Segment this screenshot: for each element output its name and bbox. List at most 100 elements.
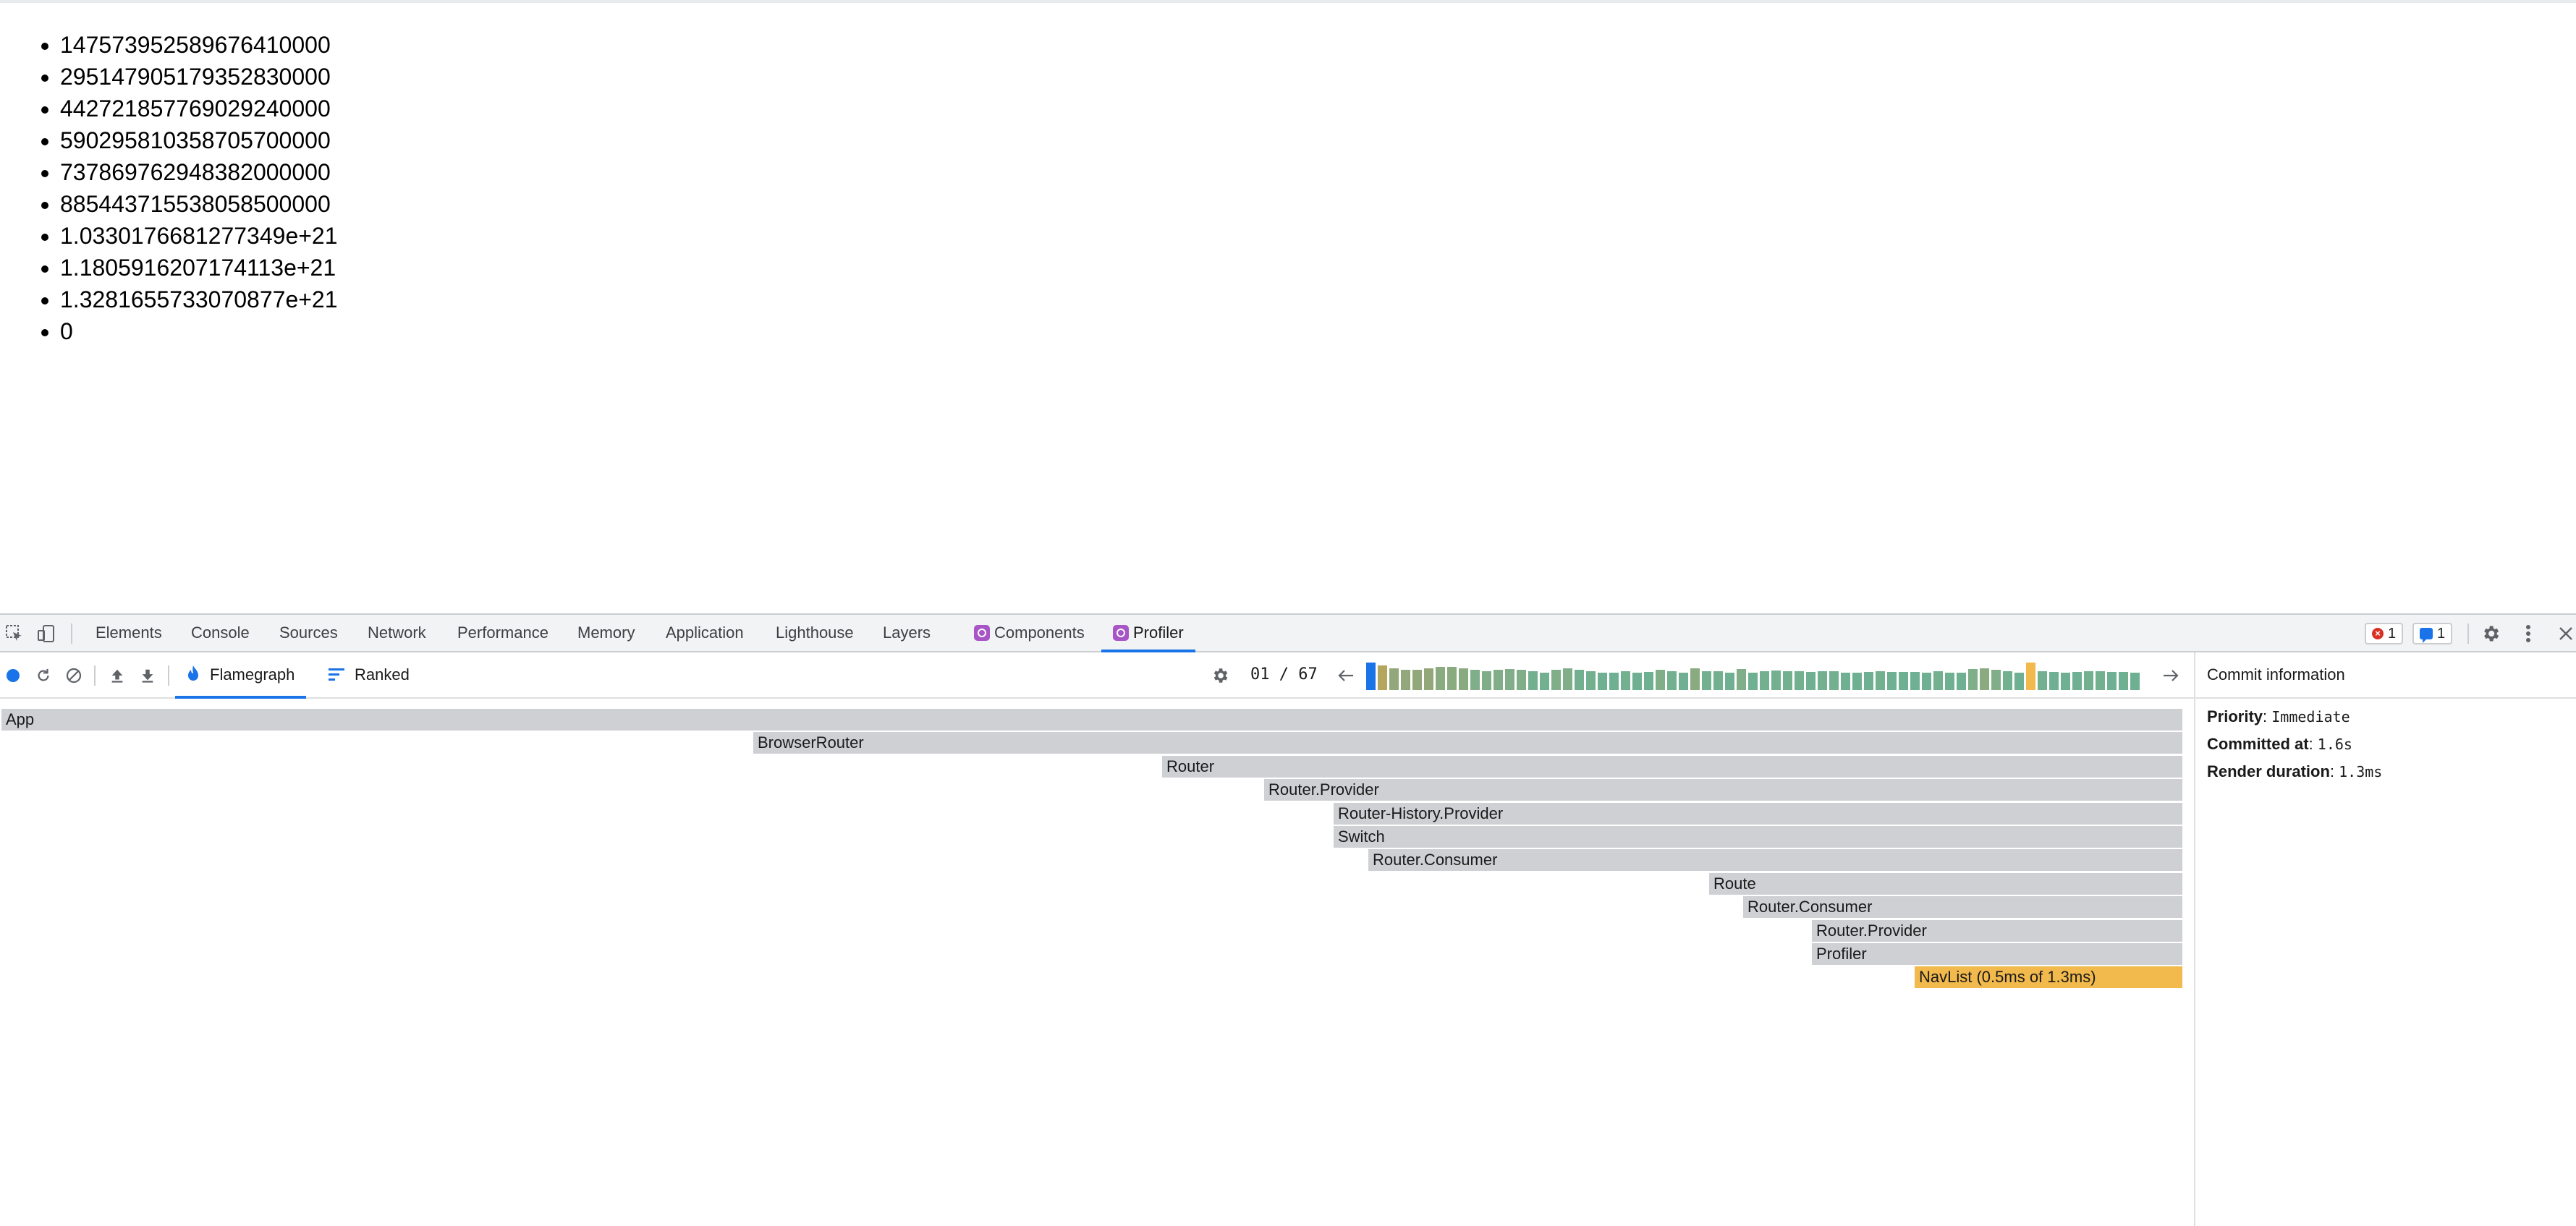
commit-bar[interactable] xyxy=(1887,672,1897,690)
tab-profiler[interactable]: Profiler xyxy=(1101,615,1195,652)
tab-application[interactable]: Application xyxy=(666,623,744,642)
flamegraph-node[interactable]: App xyxy=(1,709,2182,731)
commit-bar[interactable] xyxy=(1818,671,1827,690)
commit-bar[interactable] xyxy=(1957,673,1966,690)
tab-sources[interactable]: Sources xyxy=(279,623,338,642)
flamegraph-node[interactable]: NavList (0.5ms of 1.3ms) xyxy=(1915,966,2182,988)
commit-bar[interactable] xyxy=(1922,673,1931,690)
commit-bar[interactable] xyxy=(2119,672,2128,690)
commit-bar[interactable] xyxy=(1829,671,1839,690)
commit-bar[interactable] xyxy=(1621,671,1630,690)
commit-bar[interactable] xyxy=(1806,672,1816,690)
commit-bar[interactable] xyxy=(1517,670,1526,690)
commit-bar[interactable] xyxy=(1644,672,1653,690)
download-icon[interactable] xyxy=(136,664,159,687)
commit-bar[interactable] xyxy=(1725,673,1734,690)
commit-bar[interactable] xyxy=(1482,671,1491,690)
device-toggle-icon[interactable] xyxy=(35,622,58,645)
profiler-settings-gear-icon[interactable] xyxy=(1208,664,1232,687)
commit-bar[interactable] xyxy=(1401,670,1410,690)
commit-bar[interactable] xyxy=(1980,668,1989,690)
flamegraph-node[interactable]: Router xyxy=(1162,756,2182,778)
commit-bar[interactable] xyxy=(2049,672,2059,690)
commit-bar[interactable] xyxy=(1690,668,1700,690)
clear-icon[interactable] xyxy=(62,664,85,687)
commit-bar[interactable] xyxy=(1459,668,1468,690)
commit-bar[interactable] xyxy=(2096,671,2105,690)
tab-performance[interactable]: Performance xyxy=(457,623,548,642)
commit-bar[interactable] xyxy=(2084,671,2093,690)
flamegraph-node[interactable]: Router-History.Provider xyxy=(1334,803,2182,825)
tab-elements[interactable]: Elements xyxy=(96,623,162,642)
errors-badge[interactable]: ×1 xyxy=(2365,623,2404,644)
flamegraph-node[interactable]: Router.Consumer xyxy=(1368,849,2182,871)
commit-bar[interactable] xyxy=(1447,667,1457,690)
tab-components[interactable]: Components xyxy=(974,615,1085,651)
commit-bar[interactable] xyxy=(1713,671,1723,690)
commit-bar[interactable] xyxy=(1667,671,1677,690)
flamegraph-node[interactable]: Profiler xyxy=(1812,943,2182,965)
close-icon[interactable] xyxy=(2554,622,2576,645)
upload-icon[interactable] xyxy=(106,664,129,687)
flamegraph-node[interactable]: Route xyxy=(1709,873,2182,895)
commit-bar[interactable] xyxy=(2061,673,2070,690)
commit-bar[interactable] xyxy=(1586,671,1596,690)
commit-bar[interactable] xyxy=(1389,668,1399,690)
commit-bar[interactable] xyxy=(1841,673,1850,690)
commit-bar[interactable] xyxy=(2038,671,2047,690)
commit-bar[interactable] xyxy=(1494,670,1503,690)
commit-bar[interactable] xyxy=(1864,672,1873,690)
commit-bar[interactable] xyxy=(2107,672,2117,690)
commit-bar[interactable] xyxy=(2130,673,2140,690)
commit-bar[interactable] xyxy=(2003,671,2012,690)
commit-bar[interactable] xyxy=(1679,673,1688,690)
commit-bar[interactable] xyxy=(1748,673,1758,690)
tab-console[interactable]: Console xyxy=(191,623,250,642)
flamegraph-node[interactable]: Router.Provider xyxy=(1812,920,2182,942)
commit-bar[interactable] xyxy=(1632,673,1642,690)
flamegraph-node[interactable]: Router.Provider xyxy=(1264,779,2182,801)
flamegraph-node[interactable]: Router.Consumer xyxy=(1743,896,2182,918)
commit-bar[interactable] xyxy=(1424,668,1433,690)
commit-bar[interactable] xyxy=(1436,667,1445,690)
kebab-menu-icon[interactable] xyxy=(2517,622,2540,645)
commit-bar-selected[interactable] xyxy=(1366,663,1376,690)
commit-bar[interactable] xyxy=(1783,671,1792,690)
commit-bar[interactable] xyxy=(1991,670,2001,690)
next-commit-arrow-icon[interactable] xyxy=(2159,664,2182,687)
commit-bar[interactable] xyxy=(1760,671,1769,690)
tab-memory[interactable]: Memory xyxy=(577,623,635,642)
tab-ranked[interactable]: Ranked xyxy=(329,652,410,697)
commit-bar[interactable] xyxy=(1563,668,1572,690)
flamegraph-node[interactable]: BrowserRouter xyxy=(753,732,2182,754)
commit-bar[interactable] xyxy=(1876,671,1885,690)
commit-bar[interactable] xyxy=(2026,663,2035,690)
commit-bar[interactable] xyxy=(1945,673,1954,690)
commit-bar[interactable] xyxy=(1470,670,1480,690)
commit-bar[interactable] xyxy=(1933,671,1943,690)
commit-bar[interactable] xyxy=(1598,673,1607,690)
previous-commit-arrow-icon[interactable] xyxy=(1334,664,1357,687)
commit-bar[interactable] xyxy=(1609,673,1619,690)
commit-bar[interactable] xyxy=(2072,672,2082,690)
tab-network[interactable]: Network xyxy=(368,623,426,642)
commit-bar-chart[interactable] xyxy=(1366,661,2146,690)
messages-badge[interactable]: 1 xyxy=(2412,623,2453,644)
commit-bar[interactable] xyxy=(1575,670,1584,690)
commit-bar[interactable] xyxy=(1528,671,1538,690)
record-icon[interactable] xyxy=(1,664,25,687)
tab-lighthouse[interactable]: Lighthouse xyxy=(776,623,854,642)
commit-bar[interactable] xyxy=(1551,670,1561,690)
commit-bar[interactable] xyxy=(1505,669,1514,690)
commit-bar[interactable] xyxy=(1412,670,1422,690)
commit-bar[interactable] xyxy=(1771,671,1781,690)
commit-bar[interactable] xyxy=(1795,671,1804,690)
commit-bar[interactable] xyxy=(1737,669,1746,690)
commit-bar[interactable] xyxy=(1702,671,1711,690)
commit-bar[interactable] xyxy=(2014,673,2024,690)
commit-bar[interactable] xyxy=(1540,673,1549,690)
flamegraph-node[interactable]: Switch xyxy=(1334,826,2182,848)
commit-bar[interactable] xyxy=(1378,665,1387,690)
gear-icon[interactable] xyxy=(2479,622,2502,645)
commit-bar[interactable] xyxy=(1910,672,1920,690)
